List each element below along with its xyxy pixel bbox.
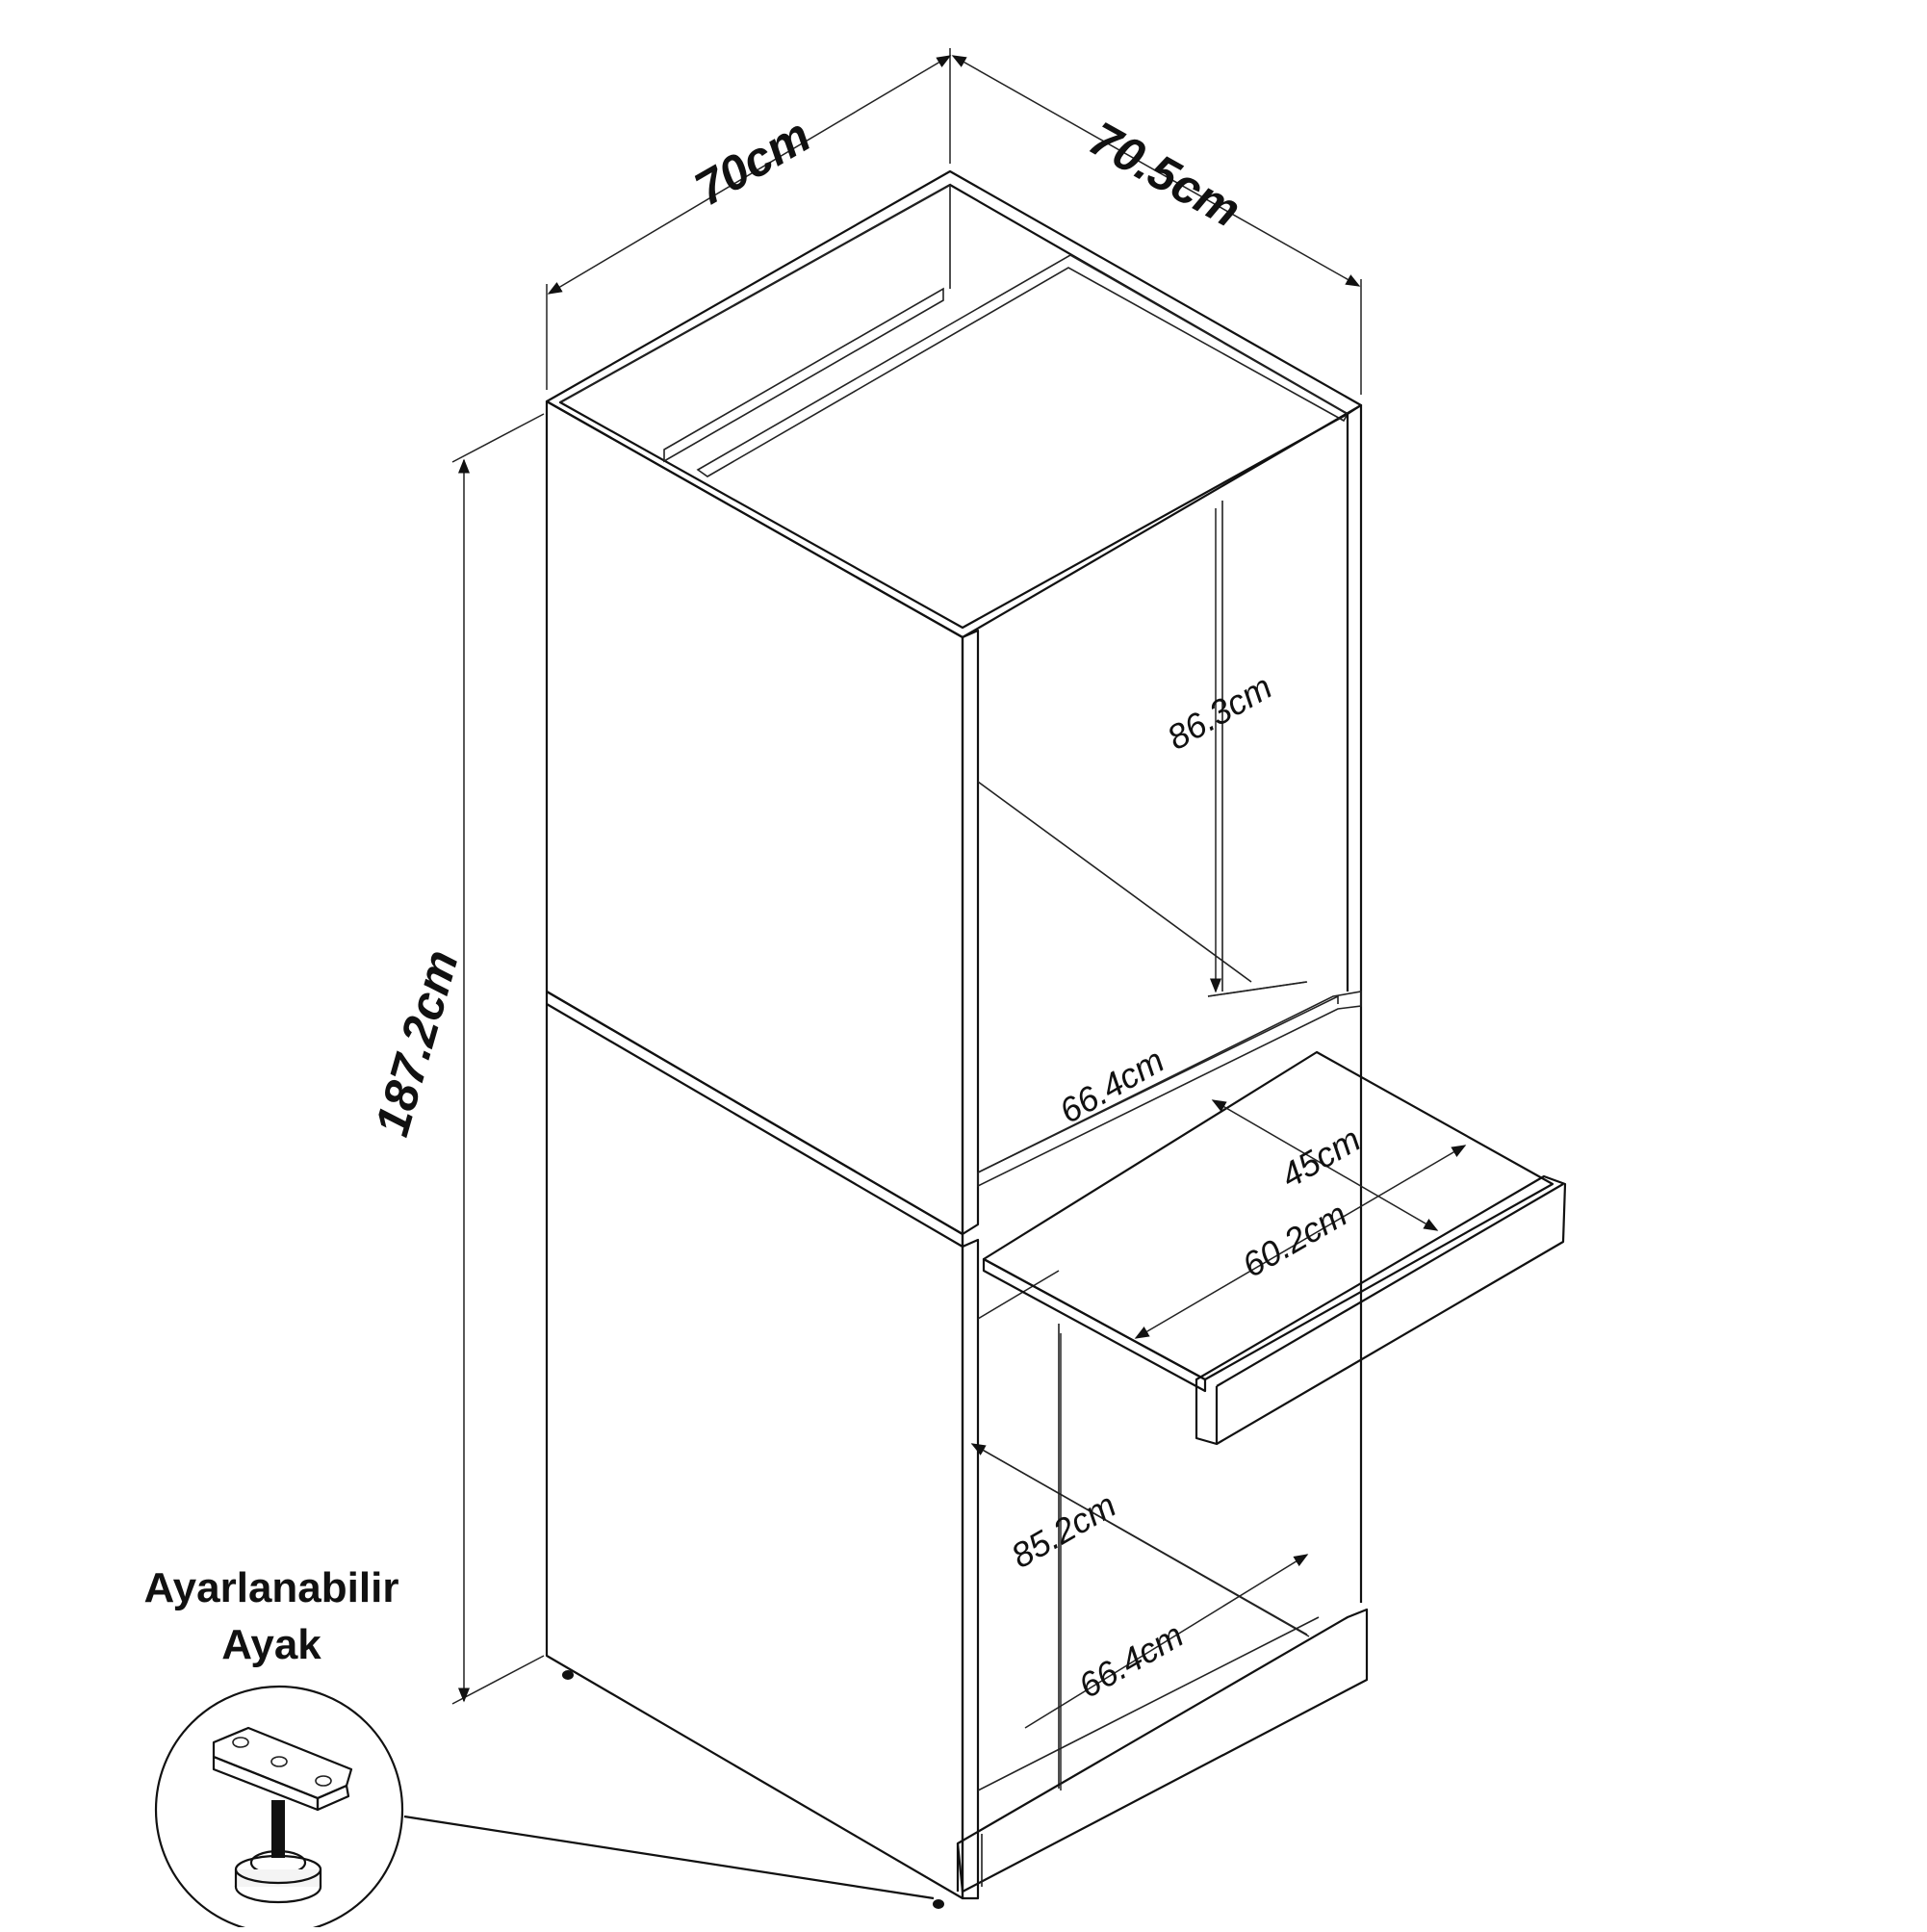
callout-leader-line [403, 1815, 935, 1900]
shelf-width-dimension-line [1134, 1145, 1467, 1339]
cabinet-body [545, 169, 1369, 1909]
caption-line-2: Ayak [221, 1621, 321, 1668]
front-edge-upper [961, 629, 980, 1236]
back-strip-top [663, 287, 944, 463]
width-label: 70cm [686, 108, 820, 216]
adjustable-foot-callout: Ayarlanabilir Ayak [144, 1564, 935, 1932]
upper-inner-diagonal [977, 781, 1252, 983]
foot-front [933, 1899, 944, 1909]
adjustable-foot-icon [212, 1726, 353, 1904]
lower-inner-height-label: 85.2cm [1005, 1484, 1123, 1576]
middle-shelf [977, 991, 1362, 1188]
dimension-lines [451, 48, 1467, 1790]
left-panel-lower [545, 990, 964, 1900]
module-joint [546, 1003, 964, 1248]
caption-line-1: Ayarlanabilir [144, 1564, 399, 1611]
shelf-front-panel [1195, 1174, 1567, 1446]
shelf-edge [982, 1257, 1207, 1393]
width-dimension-line [547, 55, 952, 295]
back-strip-2 [696, 254, 1349, 477]
top-rim-inner [558, 183, 1349, 630]
right-edge-upper [1347, 403, 1363, 992]
lower-width-dimension-line [1024, 1554, 1309, 1729]
depth-label: 70.5cm [1081, 112, 1249, 238]
top-rim [545, 169, 1363, 639]
lower-depth-line [970, 1443, 1308, 1636]
shelf-depth-label: 45cm [1274, 1119, 1368, 1196]
foot-detail-circle [154, 1685, 404, 1932]
left-panel-upper [545, 399, 964, 1236]
plinth [956, 1608, 1369, 1893]
depth-dimension-line [951, 55, 1361, 287]
lower-floor-line [977, 1616, 1320, 1791]
foot-left [562, 1670, 574, 1680]
shelf-width-label: 60.2cm [1236, 1194, 1354, 1285]
upper-inner-height-label: 86.3cm [1161, 666, 1279, 758]
height-label: 187.2cm [365, 944, 469, 1142]
front-edge-lower [961, 1238, 980, 1900]
